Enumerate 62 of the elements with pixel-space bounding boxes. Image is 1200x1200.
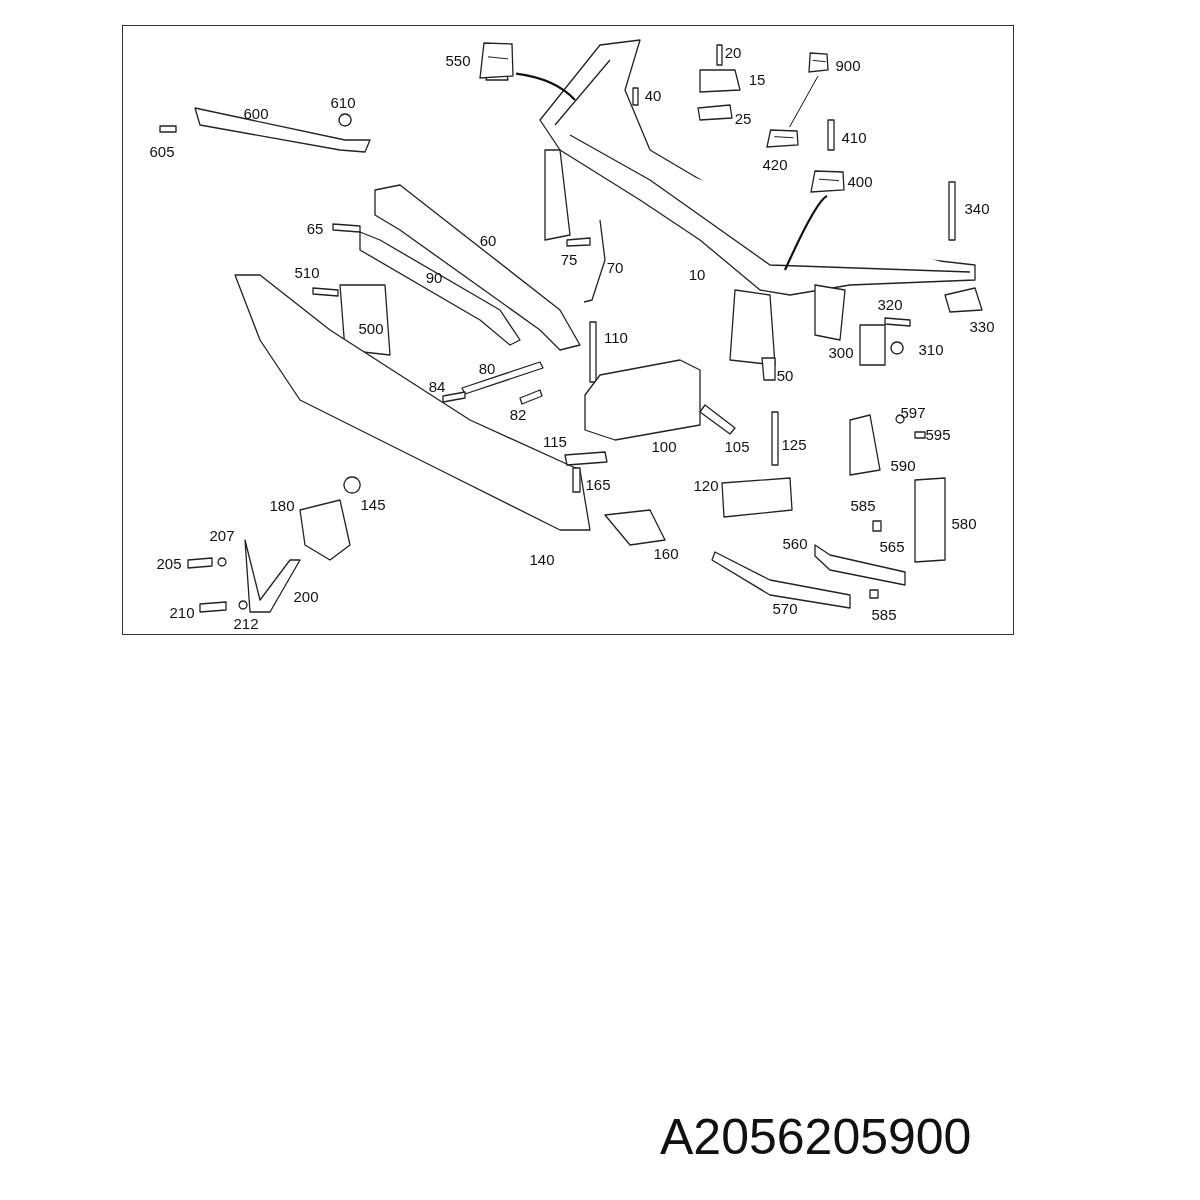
callout-number: 420	[762, 156, 788, 172]
callout-number: 310	[918, 341, 944, 357]
callout-number: 500	[358, 320, 384, 336]
callout-number: 180	[269, 497, 295, 513]
callout-number: 590	[890, 457, 916, 473]
callout-number: 600	[243, 105, 269, 121]
callout-number: 400	[847, 173, 873, 189]
callout-number: 15	[748, 71, 766, 87]
callout-number: 330	[969, 318, 995, 334]
callout-number: 65	[306, 220, 324, 236]
callout-number: 580	[951, 515, 977, 531]
callout-number: 120	[693, 477, 719, 493]
callout-number: 10	[688, 266, 706, 282]
callout-number: 105	[724, 438, 750, 454]
callout-number: 115	[543, 433, 567, 449]
callout-number: 212	[233, 615, 259, 631]
callout-number: 160	[653, 545, 679, 561]
callout-number: 84	[428, 378, 446, 394]
callout-number: 70	[606, 259, 624, 275]
callout-number: 610	[330, 94, 356, 110]
callout-number: 207	[209, 527, 235, 543]
callout-number: 80	[478, 360, 496, 376]
callout-number: 410	[841, 129, 867, 145]
callout-number: 340	[964, 200, 990, 216]
callout-number: 200	[293, 588, 319, 604]
callout-number: 125	[781, 436, 807, 452]
part-drawing	[807, 168, 847, 196]
callout-number: 110	[604, 329, 628, 345]
callout-number: 50	[776, 367, 794, 383]
part-drawing	[763, 127, 801, 151]
part-number: A2056205900	[660, 1112, 972, 1162]
callout-number: 585	[871, 606, 897, 622]
leader-line	[515, 72, 576, 101]
part-drawing	[476, 40, 516, 82]
callout-number: 320	[877, 296, 903, 312]
callout-number: 20	[724, 44, 742, 60]
callout-number: 90	[425, 269, 443, 285]
part-drawing	[805, 50, 831, 76]
callout-number: 570	[772, 600, 798, 616]
callout-number: 585	[850, 497, 876, 513]
callout-number: 565	[879, 538, 905, 554]
callout-number: 595	[925, 426, 951, 442]
callout-number: 60	[479, 232, 497, 248]
leader-line	[784, 195, 828, 271]
callout-number: 560	[782, 535, 808, 551]
callout-number: 205	[156, 555, 182, 571]
callout-number: 210	[169, 604, 195, 620]
callout-number: 40	[644, 87, 662, 103]
callout-number: 100	[651, 438, 677, 454]
callout-number: 165	[585, 476, 611, 492]
callout-number: 145	[360, 496, 386, 512]
callout-number: 140	[529, 551, 555, 567]
callout-number: 550	[445, 52, 471, 68]
callout-number: 605	[149, 143, 175, 159]
callout-number: 900	[835, 57, 861, 73]
callout-number: 597	[900, 404, 926, 420]
callout-number: 82	[509, 406, 527, 422]
callout-number: 510	[294, 264, 320, 280]
callout-number: 75	[560, 251, 578, 267]
callout-number: 25	[734, 110, 752, 126]
leader-line	[789, 75, 819, 128]
callout-number: 300	[828, 344, 854, 360]
